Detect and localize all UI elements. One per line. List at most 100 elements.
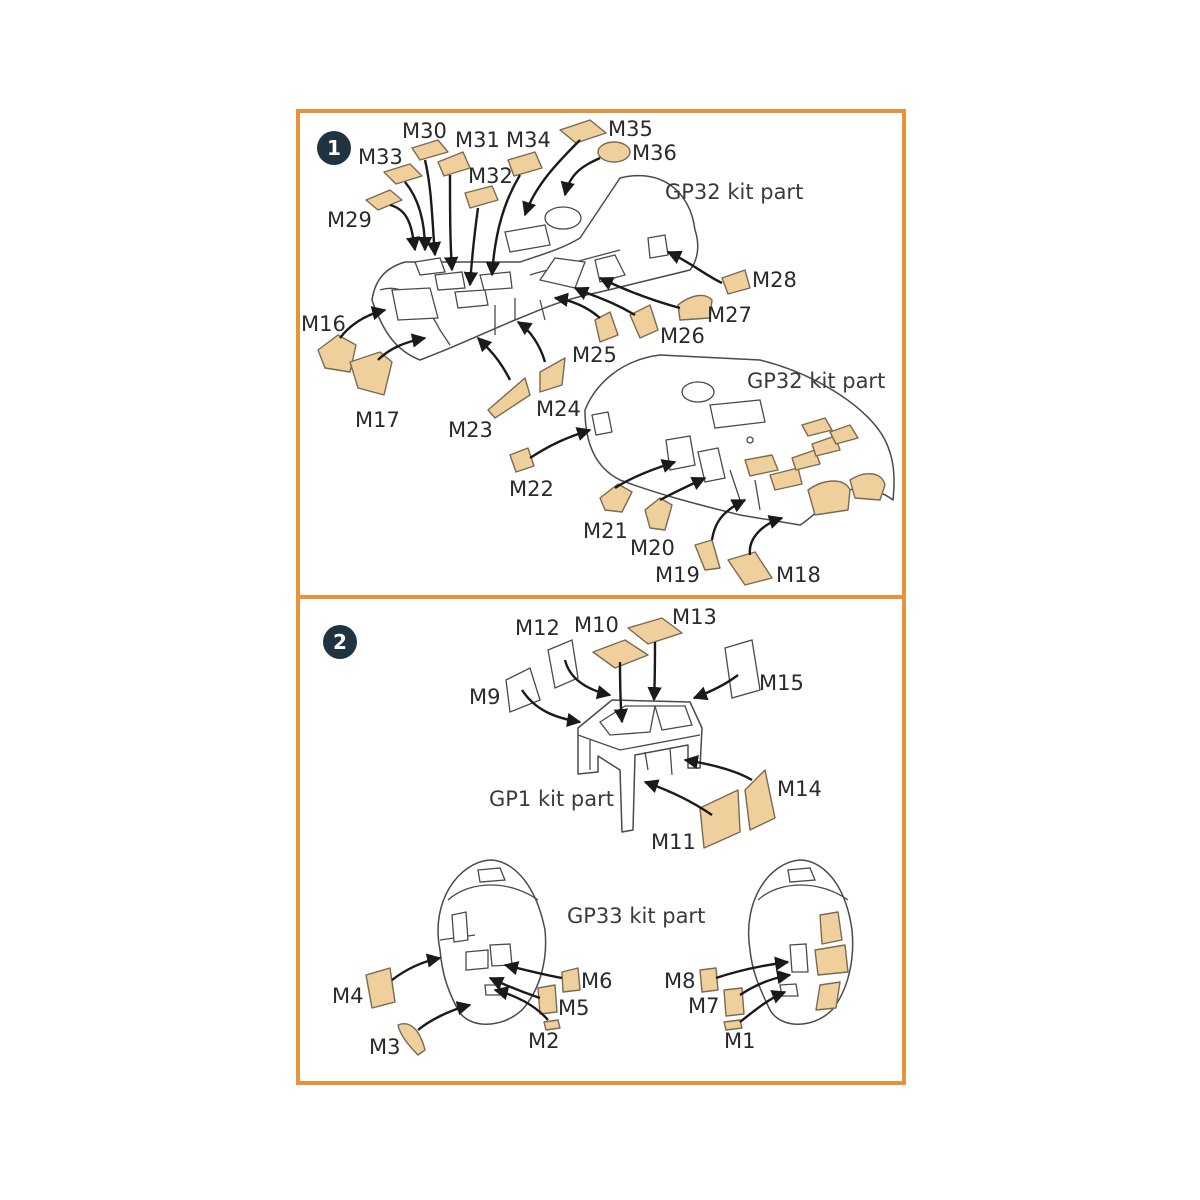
label-m7: M7 — [688, 994, 719, 1018]
mask-m23 — [487, 377, 531, 419]
label-m32: M32 — [468, 164, 513, 188]
mask-m19 — [694, 539, 721, 571]
label-m2: M2 — [528, 1029, 559, 1053]
kit-part-label-gp32-upper: GP32 kit part — [665, 180, 803, 204]
step-1-badge — [317, 131, 351, 165]
mask-m32 — [464, 185, 499, 209]
mask-m1 — [723, 1019, 743, 1031]
mask-m4 — [365, 967, 396, 1009]
step-1-masks — [317, 119, 886, 586]
label-m18: M18 — [776, 563, 821, 587]
sheet-m15 — [724, 639, 761, 699]
label-m30: M30 — [402, 119, 447, 143]
label-m29: M29 — [327, 208, 372, 232]
mask-m13 — [627, 617, 683, 645]
step-1-number: 1 — [327, 136, 341, 160]
step-2-badge — [323, 625, 357, 659]
mask-m7 — [723, 987, 745, 1017]
step-2-labels: M12 M10 M13 M9 M15 M14 M11 M4 M6 M5 M3 M… — [332, 605, 822, 1059]
label-m12: M12 — [515, 616, 560, 640]
label-m20: M20 — [630, 536, 675, 560]
sheet-m12 — [547, 639, 579, 689]
gp33-nose-right — [747, 859, 854, 1025]
applied-mask — [744, 454, 779, 477]
mask-m5 — [537, 984, 558, 1015]
label-m3: M3 — [369, 1035, 400, 1059]
label-m25: M25 — [572, 343, 617, 367]
mask-m6 — [561, 967, 581, 993]
step-1-arrows — [339, 139, 784, 556]
mask-m36 — [597, 141, 631, 163]
label-m23: M23 — [448, 418, 493, 442]
mask-m11 — [699, 789, 741, 849]
upper-cockpit-part — [371, 174, 699, 361]
label-m6: M6 — [581, 969, 612, 993]
mask-m24 — [539, 357, 566, 393]
mask-m17 — [349, 351, 393, 396]
mask-m25 — [594, 311, 619, 343]
mask-m8 — [699, 967, 719, 993]
mask-m31 — [437, 151, 471, 177]
mask-m35 — [559, 119, 607, 144]
label-m14: M14 — [777, 777, 822, 801]
label-m15: M15 — [759, 671, 804, 695]
applied-mask — [849, 473, 886, 501]
mask-m3 — [397, 1023, 426, 1056]
label-m33: M33 — [358, 145, 403, 169]
label-m11: M11 — [651, 830, 696, 854]
label-m24: M24 — [536, 397, 581, 421]
step-1-labels: M30 M31 M34 M35 M36 M33 M32 M29 M28 M27 … — [301, 117, 885, 587]
label-m10: M10 — [574, 613, 619, 637]
mask-m27 — [677, 294, 713, 321]
mask-m18 — [727, 551, 773, 586]
applied-mask — [829, 424, 859, 445]
mask-m29 — [365, 189, 403, 211]
label-m13: M13 — [672, 605, 717, 629]
label-m9: M9 — [469, 685, 500, 709]
mask-m21 — [599, 483, 633, 513]
mask-m30 — [411, 139, 449, 161]
kit-part-label-gp32-lower: GP32 kit part — [747, 369, 885, 393]
label-m28: M28 — [752, 268, 797, 292]
applied-mask — [801, 417, 833, 437]
mask-m34 — [507, 151, 543, 177]
label-m4: M4 — [332, 984, 363, 1008]
label-m35: M35 — [608, 117, 653, 141]
label-m21: M21 — [583, 519, 628, 543]
kit-part-label-gp33: GP33 kit part — [567, 904, 705, 928]
applied-mask — [811, 435, 841, 457]
step-2-masks — [365, 617, 776, 1056]
mask-m10 — [592, 639, 649, 669]
label-m16: M16 — [301, 312, 346, 336]
label-m1: M1 — [724, 1029, 755, 1053]
step-2-panel: 2 — [296, 595, 906, 1085]
label-m36: M36 — [632, 141, 677, 165]
step-2-arrows — [391, 641, 792, 1031]
label-m8: M8 — [664, 969, 695, 993]
mask-m28 — [721, 269, 751, 295]
applied-mask — [807, 480, 851, 516]
label-m22: M22 — [509, 477, 554, 501]
applied-mask — [769, 467, 803, 491]
label-m19: M19 — [655, 563, 700, 587]
label-m34: M34 — [506, 128, 551, 152]
mask-m20 — [644, 497, 673, 531]
gp33-nose-left — [437, 859, 547, 1025]
step-2-clear-sheets — [505, 639, 761, 713]
gp1-canopy-part — [577, 699, 703, 833]
step-1-panel: 1 — [296, 109, 906, 599]
step-2-number: 2 — [333, 630, 347, 654]
mask-m33 — [383, 163, 423, 185]
label-m17: M17 — [355, 408, 400, 432]
label-m5: M5 — [558, 996, 589, 1020]
label-m26: M26 — [660, 324, 705, 348]
mask-m14 — [744, 769, 776, 831]
label-m31: M31 — [455, 128, 500, 152]
applied-mask — [791, 449, 821, 471]
kit-part-label-gp1: GP1 kit part — [489, 787, 614, 811]
step-2-frame — [296, 595, 906, 1085]
label-m27: M27 — [707, 303, 752, 327]
mask-m26 — [629, 304, 659, 339]
mask-m16 — [317, 334, 357, 373]
